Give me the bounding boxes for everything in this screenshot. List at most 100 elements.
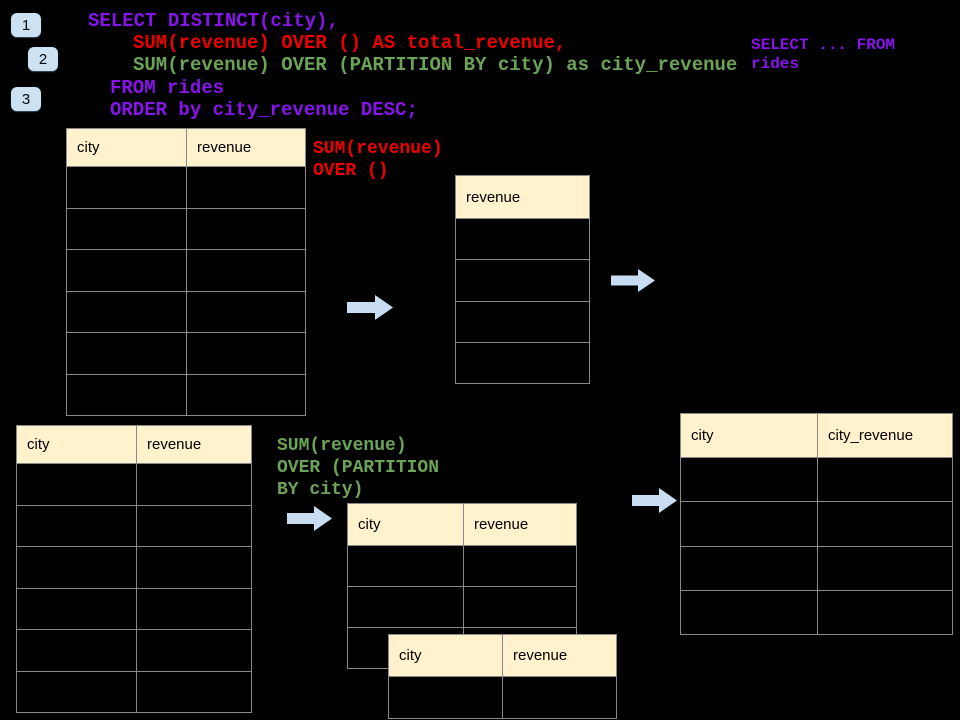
table-row bbox=[455, 259, 590, 302]
table-row bbox=[455, 341, 590, 385]
table-cell-empty bbox=[186, 373, 306, 416]
table-cell-empty bbox=[16, 504, 137, 547]
table-cell-empty bbox=[136, 463, 252, 506]
sql-line-from: FROM rides bbox=[110, 77, 225, 99]
step-badge-1-label: 1 bbox=[21, 16, 31, 34]
table-cell-empty bbox=[817, 501, 953, 547]
table-row bbox=[347, 586, 577, 628]
table-row bbox=[16, 546, 252, 589]
table-cell-empty bbox=[502, 676, 617, 719]
annotation-partition-line-2: OVER (PARTITION bbox=[277, 458, 440, 478]
column-header-city-revenue: city_revenue bbox=[817, 413, 953, 458]
table-cell-empty bbox=[347, 545, 464, 587]
annotation-total-line-2: OVER () bbox=[313, 161, 389, 181]
table-cell-empty bbox=[16, 629, 137, 672]
column-header-city: city bbox=[680, 413, 818, 458]
table-header-row: city city_revenue bbox=[680, 413, 953, 458]
table-cell-empty bbox=[455, 341, 590, 385]
table-source-rides-bottom: city revenue bbox=[16, 425, 252, 713]
table-row bbox=[455, 300, 590, 343]
annotation-partition-line-3: BY city) bbox=[277, 480, 364, 500]
table-cell-empty bbox=[817, 456, 953, 503]
annotation-total-line-1: SUM(revenue) bbox=[313, 139, 443, 159]
table-cell-empty bbox=[463, 586, 577, 628]
table-row bbox=[66, 332, 306, 375]
column-header-revenue: revenue bbox=[502, 634, 617, 677]
table-row bbox=[388, 676, 617, 719]
table-row bbox=[66, 249, 306, 292]
table-cell-empty bbox=[66, 332, 187, 375]
table-row bbox=[680, 589, 953, 636]
table-cell-empty bbox=[817, 545, 953, 591]
table-cell-empty bbox=[16, 463, 137, 506]
side-note-line-2: rides bbox=[751, 55, 800, 73]
table-cell-empty bbox=[186, 332, 306, 375]
table-cell-empty bbox=[66, 290, 187, 333]
table-row bbox=[16, 587, 252, 630]
arrow-right-icon bbox=[611, 269, 655, 292]
table-partition-group-2: city revenue bbox=[388, 634, 617, 719]
table-row bbox=[16, 463, 252, 506]
arrow-right-icon bbox=[347, 295, 393, 320]
table-cell-empty bbox=[66, 373, 187, 416]
table-cell-empty bbox=[463, 545, 577, 587]
table-cell-empty bbox=[186, 290, 306, 333]
table-row bbox=[680, 545, 953, 591]
table-cell-empty bbox=[136, 587, 252, 630]
table-total-revenue-result: revenue bbox=[455, 175, 590, 385]
table-cell-empty bbox=[16, 670, 137, 713]
table-cell-empty bbox=[16, 587, 137, 630]
sql-line-select: SELECT DISTINCT(city), bbox=[88, 10, 339, 32]
table-cell-empty bbox=[817, 589, 953, 636]
table-row bbox=[16, 504, 252, 547]
arrow-right-icon bbox=[287, 506, 332, 531]
step-badge-3-label: 3 bbox=[21, 90, 31, 108]
table-cell-empty bbox=[347, 586, 464, 628]
table-header-row: revenue bbox=[455, 175, 590, 219]
table-cell-empty bbox=[136, 546, 252, 589]
table-cell-empty bbox=[186, 249, 306, 292]
table-row bbox=[680, 501, 953, 547]
table-row bbox=[347, 545, 577, 587]
column-header-city: city bbox=[388, 634, 503, 677]
table-cell-empty bbox=[186, 166, 306, 209]
sql-line-total: SUM(revenue) OVER () AS total_revenue, bbox=[133, 32, 567, 54]
column-header-revenue: revenue bbox=[455, 175, 590, 219]
table-header-row: city revenue bbox=[388, 634, 617, 677]
sql-line-partition: SUM(revenue) OVER (PARTITION BY city) as… bbox=[133, 54, 738, 76]
table-header-row: city revenue bbox=[16, 425, 252, 464]
table-row bbox=[66, 290, 306, 333]
table-header-row: city revenue bbox=[66, 128, 306, 167]
table-row bbox=[66, 207, 306, 250]
table-cell-empty bbox=[66, 249, 187, 292]
table-header-row: city revenue bbox=[347, 503, 577, 546]
table-cell-empty bbox=[680, 501, 818, 547]
table-cell-empty bbox=[680, 456, 818, 503]
table-cell-empty bbox=[455, 259, 590, 302]
column-header-revenue: revenue bbox=[136, 425, 252, 464]
table-cell-empty bbox=[455, 217, 590, 261]
column-header-revenue: revenue bbox=[186, 128, 306, 167]
table-cell-empty bbox=[680, 545, 818, 591]
table-cell-empty bbox=[186, 207, 306, 250]
step-badge-2-label: 2 bbox=[38, 50, 48, 68]
step-badge-2: 2 bbox=[28, 47, 58, 71]
table-cell-empty bbox=[66, 166, 187, 209]
table-city-revenue-result: city city_revenue bbox=[680, 413, 953, 636]
column-header-revenue: revenue bbox=[463, 503, 577, 546]
side-note-line-1: SELECT ... FROM bbox=[751, 36, 896, 54]
table-row bbox=[455, 217, 590, 261]
table-row bbox=[16, 670, 252, 713]
column-header-city: city bbox=[16, 425, 137, 464]
table-cell-empty bbox=[136, 670, 252, 713]
step-badge-1: 1 bbox=[11, 13, 41, 37]
table-cell-empty bbox=[16, 546, 137, 589]
step-badge-3: 3 bbox=[11, 87, 41, 111]
column-header-city: city bbox=[347, 503, 464, 546]
table-cell-empty bbox=[136, 629, 252, 672]
arrow-right-icon bbox=[632, 488, 677, 513]
column-header-city: city bbox=[66, 128, 187, 167]
table-source-rides-top: city revenue bbox=[66, 128, 306, 416]
table-cell-empty bbox=[680, 589, 818, 636]
